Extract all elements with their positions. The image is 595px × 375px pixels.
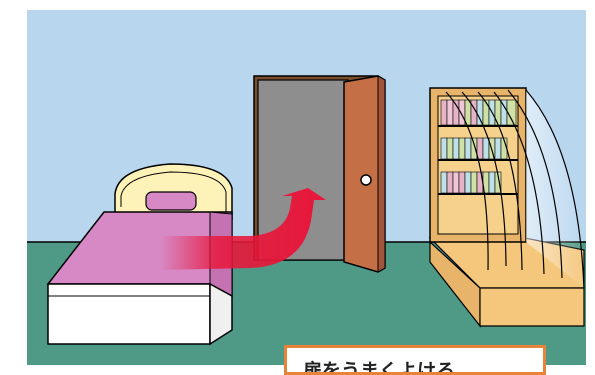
room-scene	[0, 0, 595, 365]
caption-box: 扉をうまくよける	[284, 345, 546, 375]
caption-text: 扉をうまくよける	[303, 360, 455, 375]
